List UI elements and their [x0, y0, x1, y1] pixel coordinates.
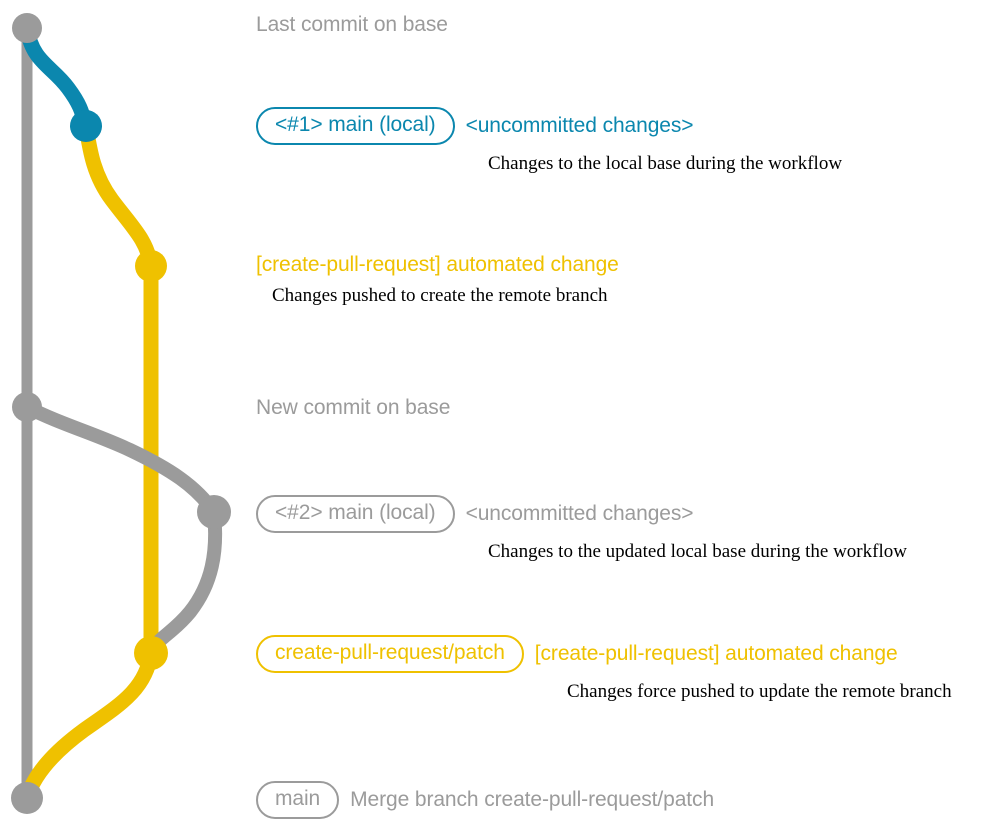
node-base-merge	[11, 782, 43, 814]
row-local-main-2: <#2> main (local) <uncommitted changes> …	[256, 495, 981, 563]
node-local-main-2	[197, 495, 231, 529]
row-automated-change-1: [create-pull-request] automated change C…	[256, 253, 981, 307]
ref-badge-local-main-2[interactable]: <#2> main (local)	[256, 495, 455, 533]
commit-headline: Last commit on base	[256, 13, 448, 36]
ref-badge-local-main-1[interactable]: <#1> main (local)	[256, 107, 455, 145]
row-new-commit-on-base: New commit on base	[256, 396, 981, 420]
node-base-last-commit	[12, 13, 42, 43]
edge-local-main-1-to-patch-1	[78, 118, 159, 274]
commit-description: Changes pushed to create the remote bran…	[272, 285, 608, 306]
row-merge-branch: main Merge branch create-pull-request/pa…	[256, 781, 981, 819]
commit-headline: <uncommitted changes>	[465, 114, 694, 137]
commit-headline: New commit on base	[256, 396, 451, 419]
edge-base-to-local-main-1	[19, 20, 94, 134]
edge-local-main-2-to-patch-2	[144, 505, 223, 660]
ref-badge-create-pull-request-patch[interactable]: create-pull-request/patch	[256, 635, 524, 673]
node-patch-commit-1	[135, 250, 167, 282]
commit-headline: [create-pull-request] automated change	[534, 642, 898, 665]
node-local-main-1	[70, 110, 102, 142]
commit-headline: [create-pull-request] automated change	[256, 253, 619, 276]
row-last-commit-on-base: Last commit on base	[256, 13, 981, 37]
row-automated-change-2: create-pull-request/patch [create-pull-r…	[256, 635, 981, 703]
edge-base-new-to-local-main-2	[20, 400, 221, 519]
commit-description: Changes force pushed to update the remot…	[567, 681, 952, 702]
node-base-new-commit	[12, 392, 42, 422]
ref-badge-main[interactable]: main	[256, 781, 340, 819]
edge-patch-2-to-merge	[19, 645, 159, 806]
commit-description: Changes to the updated local base during…	[488, 541, 907, 562]
row-local-main-1: <#1> main (local) <uncommitted changes> …	[256, 107, 981, 175]
commit-description: Changes to the local base during the wor…	[488, 153, 843, 174]
commit-headline: <uncommitted changes>	[465, 502, 694, 525]
node-patch-commit-2	[134, 636, 168, 670]
commit-headline: Merge branch create-pull-request/patch	[350, 788, 715, 811]
